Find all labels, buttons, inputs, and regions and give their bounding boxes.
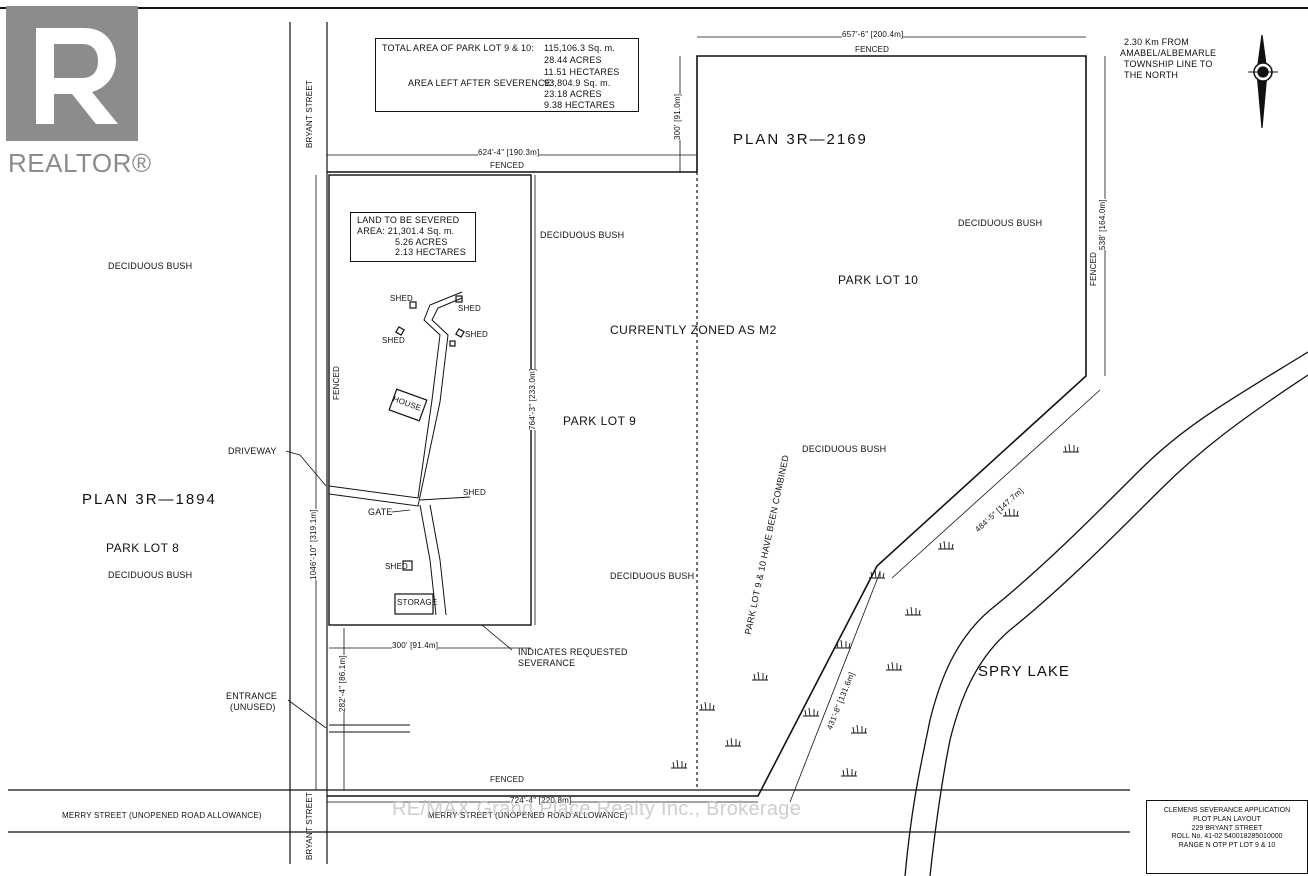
marsh-tuft-icon bbox=[869, 569, 885, 579]
marsh-tuft-icon bbox=[1063, 443, 1079, 453]
north-note-3: TOWNSHIP LINE TO bbox=[1124, 59, 1213, 69]
dim-severed-bottom: 300' [91.4m] bbox=[392, 641, 439, 651]
area-total-hectares: 11.51 HECTARES bbox=[544, 67, 620, 77]
fenced-mid: FENCED bbox=[490, 161, 525, 170]
marsh-tuft-icon bbox=[671, 759, 687, 769]
north-note-1: 2.30 Km FROM bbox=[1124, 37, 1189, 47]
bush-label-west: DECIDUOUS BUSH bbox=[108, 261, 193, 271]
marsh-tuft-icon bbox=[905, 606, 921, 616]
dim-lot10-right: 538' [164.0m] bbox=[1098, 199, 1108, 250]
storage-shape bbox=[394, 593, 434, 615]
title-line-1: CLEMENS SEVERANCE APPLICATION bbox=[1163, 807, 1291, 814]
marsh-tuft-icon bbox=[841, 767, 857, 777]
marsh-tuft-icon bbox=[1003, 507, 1019, 517]
north-arrow-shape bbox=[1248, 34, 1278, 129]
title-block: CLEMENS SEVERANCE APPLICATION PLOT PLAN … bbox=[1146, 800, 1308, 874]
severed-hectares: 2.13 HECTARES bbox=[395, 247, 466, 257]
marsh-tuft-icon bbox=[752, 671, 768, 681]
marsh-tuft-icon bbox=[835, 639, 851, 649]
severed-title: LAND TO BE SEVERED bbox=[357, 215, 460, 225]
fenced-top: FENCED bbox=[855, 45, 890, 54]
realtor-wordmark: REALTOR® bbox=[8, 148, 152, 178]
entrance-unused-label: (UNUSED) bbox=[230, 702, 276, 712]
severed-acres: 5.26 ACRES bbox=[395, 237, 448, 247]
shed-label-5: SHED bbox=[463, 488, 487, 497]
indicates-label-2: SEVERANCE bbox=[518, 658, 576, 668]
merry-street-right-label: MERRY STREET (UNOPENED ROAD ALLOWANCE) bbox=[428, 811, 628, 820]
shed-label-3: SHED bbox=[465, 330, 489, 339]
realtor-r-icon bbox=[6, 6, 138, 141]
dim-mid-width: 624'-4" [190.3m] bbox=[478, 148, 540, 158]
total-area-box: TOTAL AREA OF PARK LOT 9 & 10: 115,106.3… bbox=[375, 38, 639, 112]
title-line-4: ROLL No. 41-02 540018285010000 bbox=[1171, 833, 1283, 841]
marsh-tuft-icon bbox=[938, 540, 954, 550]
marsh-tuft-icon bbox=[886, 661, 902, 671]
area-left-acres: 23.18 ACRES bbox=[544, 89, 602, 99]
bryant-street-bottom-label: BRYANT STREET bbox=[305, 792, 314, 860]
realtor-logo: REALTOR® bbox=[6, 6, 156, 178]
severed-sqm: AREA: 21,301.4 Sq. m. bbox=[357, 226, 455, 236]
title-line-2: PLOT PLAN LAYOUT bbox=[1193, 815, 1261, 823]
gate-label: GATE bbox=[368, 507, 393, 517]
park-lot-10-label: PARK LOT 10 bbox=[838, 273, 919, 287]
storage-label: STORAGE bbox=[397, 598, 438, 607]
park-lot-8-label: PARK LOT 8 bbox=[106, 541, 180, 555]
bush-label-lot10-mid: DECIDUOUS BUSH bbox=[802, 444, 887, 454]
area-left-hectares: 9.38 HECTARES bbox=[544, 100, 615, 110]
fenced-bottom: FENCED bbox=[490, 775, 525, 784]
house-shape bbox=[388, 388, 428, 422]
brokerage-watermark: RE/MAX Grand Place Realty Inc., Brokerag… bbox=[392, 798, 802, 820]
dim-top-width: 657'-6" [200.4m] bbox=[842, 30, 904, 40]
property-boundary bbox=[327, 55, 1087, 797]
area-total-sqm: 115,106.3 Sq. m. bbox=[544, 43, 616, 53]
marsh-tuft-icon bbox=[851, 724, 867, 734]
dim-west-height: 1046'-10" [319.1m] bbox=[309, 509, 319, 580]
north-note-2: AMABEL/ALBEMARLE bbox=[1120, 48, 1217, 58]
north-note-4: THE NORTH bbox=[1124, 70, 1179, 80]
entrance-label: ENTRANCE bbox=[226, 691, 278, 701]
shed-label-6: SHED bbox=[385, 562, 409, 571]
severed-area-box: LAND TO BE SEVERED AREA: 21,301.4 Sq. m.… bbox=[350, 212, 476, 262]
dim-severed-height: 764'-3" [233.0m] bbox=[528, 368, 538, 430]
marsh-tuft-icon bbox=[725, 737, 741, 747]
plan-3r-1894: PLAN 3R—1894 bbox=[82, 491, 217, 508]
bush-label-lot8: DECIDUOUS BUSH bbox=[108, 570, 193, 580]
area-left-sqm: 93,804.9 Sq. m. bbox=[544, 78, 611, 88]
indicates-label-1: INDICATES REQUESTED bbox=[518, 647, 628, 657]
dim-lot10-left: 300' [91.0m] bbox=[673, 93, 683, 140]
driveway-line-a bbox=[328, 291, 463, 499]
zoning-label: CURRENTLY ZONED AS M2 bbox=[610, 323, 777, 337]
bush-label-lot9-top: DECIDUOUS BUSH bbox=[540, 230, 625, 240]
bryant-street-top-label: BRYANT STREET bbox=[305, 80, 314, 148]
shed-label-1: SHED bbox=[390, 294, 414, 303]
merry-street-left-label: MERRY STREET (UNOPENED ROAD ALLOWANCE) bbox=[62, 811, 262, 820]
area-total-acres: 28.44 ACRES bbox=[544, 55, 602, 65]
plan-3r-2169: PLAN 3R—2169 bbox=[733, 131, 868, 148]
area-left-label: AREA LEFT AFTER SEVERENCE: bbox=[408, 78, 554, 88]
bush-label-lot9-bottom: DECIDUOUS BUSH bbox=[610, 571, 695, 581]
dim-entrance-height: 282'-4" [86.1m] bbox=[338, 655, 348, 712]
driveway-label: DRIVEWAY bbox=[228, 446, 277, 456]
marsh-tuft-icon bbox=[803, 707, 819, 717]
marsh-tuft-icon bbox=[699, 701, 715, 711]
shed-shape bbox=[402, 560, 413, 571]
fenced-left: FENCED bbox=[332, 365, 341, 400]
driveway-line-b bbox=[328, 297, 463, 507]
spry-lake-label: SPRY LAKE bbox=[978, 663, 1070, 680]
dim-bottom-width: 724'-4" [220.8m] bbox=[510, 796, 572, 806]
shed-label-2: SHED bbox=[458, 304, 482, 313]
park-lot-9-label: PARK LOT 9 bbox=[563, 414, 637, 428]
area-total-label: TOTAL AREA OF PARK LOT 9 & 10: bbox=[382, 43, 535, 53]
fenced-right: FENCED bbox=[1089, 251, 1098, 286]
title-line-5: RANGE N OTP PT LOT 9 & 10 bbox=[1178, 842, 1276, 849]
bush-label-lot10-top: DECIDUOUS BUSH bbox=[958, 218, 1043, 228]
title-line-3: 229 BRYANT STREET bbox=[1191, 824, 1263, 832]
marsh-symbols bbox=[671, 443, 1079, 777]
lake-shoreline-inner bbox=[929, 374, 1308, 876]
lake-shoreline bbox=[904, 351, 1308, 876]
shed-label-4: SHED bbox=[382, 336, 406, 345]
